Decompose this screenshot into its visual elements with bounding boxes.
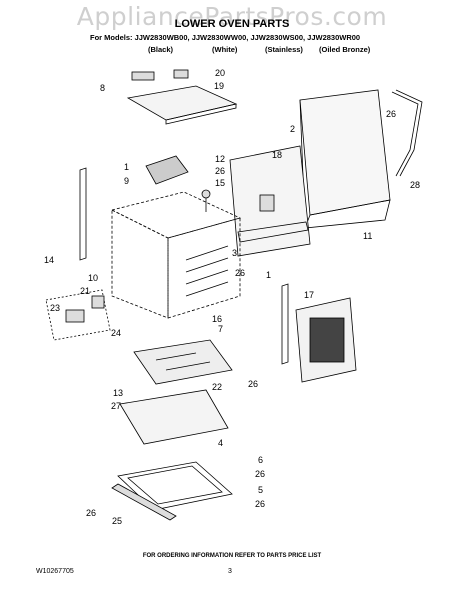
vent-cover-part xyxy=(126,69,238,125)
rack-lower-part xyxy=(119,389,229,445)
callout-label: 28 xyxy=(410,180,420,190)
callout-label: 20 xyxy=(215,68,225,78)
callout-label: 26 xyxy=(215,166,225,176)
drawer-rail-part xyxy=(111,483,177,521)
callout-label: 17 xyxy=(304,290,314,300)
callout-label: 26 xyxy=(86,508,96,518)
callout-label: 9 xyxy=(124,176,129,186)
bracket-part xyxy=(391,89,423,177)
callout-labels: 20 8 19 2 26 28 18 12 26 1 9 15 3 11 26 … xyxy=(44,68,420,526)
callout-label: 26 xyxy=(255,469,265,479)
door-panel-part xyxy=(295,297,357,383)
callout-label: 10 xyxy=(88,273,98,283)
callout-label: 18 xyxy=(272,150,282,160)
callout-label: 15 xyxy=(215,178,225,188)
callout-label: 12 xyxy=(215,154,225,164)
oven-wrap-part xyxy=(299,89,391,229)
finish-oiled-bronze: (Oiled Bronze) xyxy=(319,45,371,54)
side-trim-left-part xyxy=(79,167,87,261)
callout-label: 11 xyxy=(363,231,372,241)
oven-cavity-part xyxy=(110,191,242,319)
callout-label: 14 xyxy=(44,255,54,265)
oven-racks-part xyxy=(185,245,229,297)
callout-label: 22 xyxy=(212,382,222,392)
callout-label: 3 xyxy=(232,248,237,258)
heating-element-part xyxy=(145,155,211,212)
ordering-note: FOR ORDERING INFORMATION REFER TO PARTS … xyxy=(142,553,322,559)
callout-label: 1 xyxy=(124,162,129,172)
callout-label: 5 xyxy=(258,485,263,495)
strip-part xyxy=(237,221,309,243)
rack-upper-part xyxy=(133,339,233,385)
callout-label: 6 xyxy=(258,455,263,465)
page-number: 3 xyxy=(228,568,232,575)
callout-label: 4 xyxy=(218,438,223,448)
callout-label: 24 xyxy=(111,328,121,338)
finish-black: (Black) xyxy=(148,45,174,54)
callout-label: 25 xyxy=(112,516,122,526)
callout-label: 8 xyxy=(100,83,105,93)
rear-panel-part xyxy=(229,145,311,257)
side-trim-right-part xyxy=(281,283,289,365)
light-assembly-part xyxy=(45,289,111,341)
callout-label: 26 xyxy=(255,499,265,509)
callout-label: 16 xyxy=(212,314,222,324)
models-line: For Models: JJW2830WB00, JJW2830WW00, JJ… xyxy=(90,33,361,42)
callout-label: 7 xyxy=(218,324,223,334)
callout-label: 26 xyxy=(386,109,396,119)
page-title: LOWER OVEN PARTS xyxy=(174,18,290,30)
callout-label: 23 xyxy=(50,303,60,313)
finish-stainless: (Stainless) xyxy=(265,45,303,54)
callout-label: 21 xyxy=(80,286,90,296)
drawer-frame-part xyxy=(117,461,233,511)
callout-label: 1 xyxy=(266,270,271,280)
document-number: W10267705 xyxy=(36,568,74,575)
callout-label: 26 xyxy=(248,379,258,389)
callout-label: 13 xyxy=(113,388,123,398)
callout-label: 26 xyxy=(235,268,245,278)
callout-label: 27 xyxy=(111,401,121,411)
callout-label: 2 xyxy=(290,124,295,134)
finish-white: (White) xyxy=(212,45,238,54)
callout-label: 19 xyxy=(214,81,224,91)
watermark: AppliancePartsPros.com xyxy=(76,2,388,31)
